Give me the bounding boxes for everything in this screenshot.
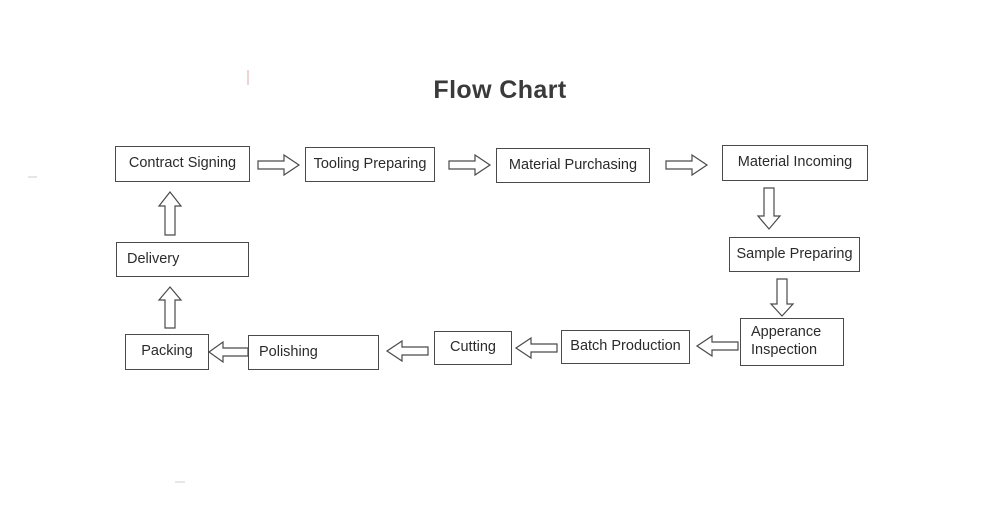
arrow-incoming-to-sample-icon [756,187,782,230]
arrow-polishing-to-packing-icon [207,340,249,364]
arrow-tooling-to-purchasing-icon [448,153,492,177]
node-batch-production[interactable]: Batch Production [561,330,690,364]
node-apperance-inspection[interactable]: Apperance Inspection [740,318,844,366]
node-material-incoming[interactable]: Material Incoming [722,145,868,181]
arrow-sample-to-inspection-icon [769,278,795,317]
page-title: Flow Chart [433,76,567,104]
node-delivery[interactable]: Delivery [116,242,249,277]
arrow-batch-to-cutting-icon [514,336,558,360]
scan-artifact-left [28,176,37,178]
arrow-delivery-to-contract-icon [157,191,183,236]
arrow-packing-to-delivery-icon [157,286,183,329]
node-contract-signing[interactable]: Contract Signing [115,146,250,182]
node-polishing[interactable]: Polishing [248,335,379,370]
arrow-inspection-to-batch-icon [695,334,739,358]
scan-artifact-bottom [175,481,185,483]
node-material-purchasing[interactable]: Material Purchasing [496,148,650,183]
scan-artifact-top [247,70,249,85]
node-sample-preparing[interactable]: Sample Preparing [729,237,860,272]
arrow-contract-to-tooling-icon [257,153,301,177]
arrow-cutting-to-polishing-icon [385,339,429,363]
arrow-purchasing-to-incoming-icon [665,153,709,177]
node-packing[interactable]: Packing [125,334,209,370]
node-tooling-preparing[interactable]: Tooling Preparing [305,147,435,182]
node-cutting[interactable]: Cutting [434,331,512,365]
